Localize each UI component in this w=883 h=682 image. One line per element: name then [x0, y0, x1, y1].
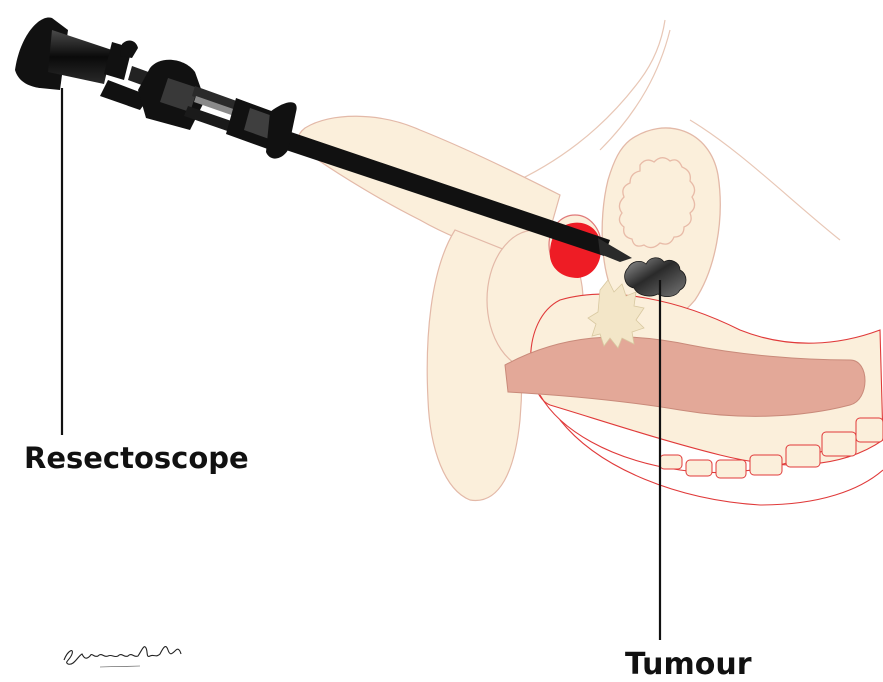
tumour-label: Tumour — [625, 647, 752, 682]
resectoscope-label: Resectoscope — [24, 441, 249, 475]
artist-signature-logo — [60, 640, 185, 670]
resectoscope-body — [15, 18, 297, 159]
